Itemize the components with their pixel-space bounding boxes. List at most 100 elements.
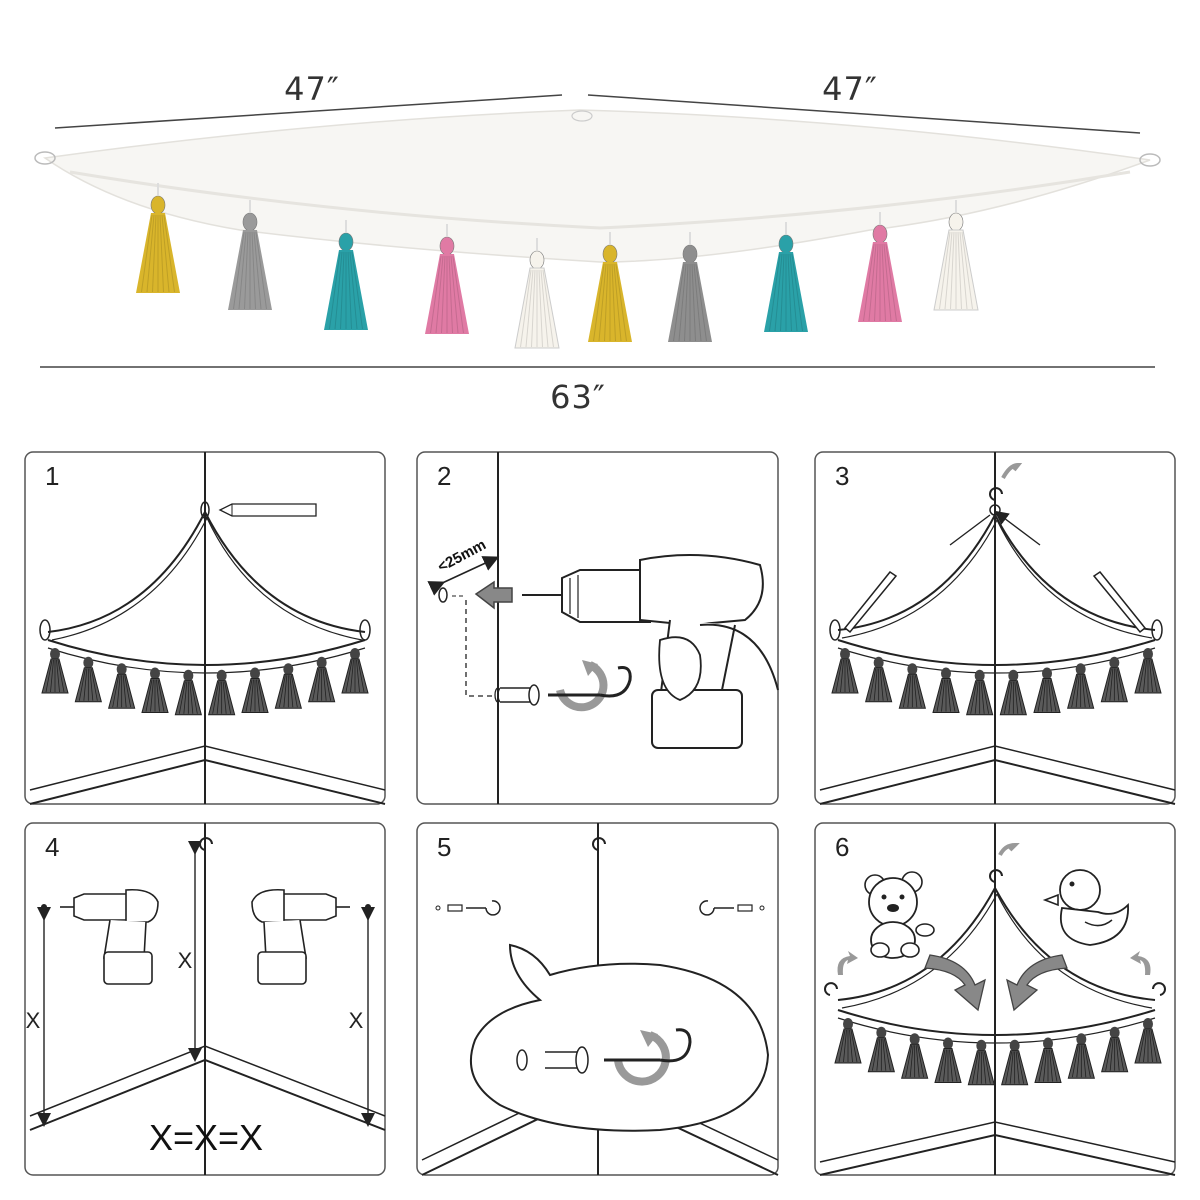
tassel — [999, 669, 1027, 716]
top-loop — [571, 110, 593, 122]
center-height-label: X — [178, 948, 193, 973]
screw-icon — [545, 1046, 589, 1074]
floor-line — [819, 1133, 1176, 1176]
step-6-tassels — [834, 1018, 1162, 1086]
hook-icon — [824, 982, 838, 996]
step-5-panel: 5 — [416, 822, 779, 1176]
canopy-edge — [837, 639, 1156, 666]
arrow-icon — [1006, 954, 1068, 1012]
hole-mark — [516, 1049, 528, 1071]
teddy-bear-icon — [864, 871, 935, 959]
floor-line — [29, 758, 386, 805]
tassel — [228, 200, 272, 310]
hole-mark — [438, 587, 448, 603]
canopy-fabric — [42, 109, 1151, 263]
tassel — [141, 667, 169, 714]
step-1-tassels — [41, 648, 369, 716]
step-5-number: 5 — [437, 832, 451, 862]
hook-icon — [592, 837, 606, 851]
rotate-arrow-icon — [1130, 951, 1151, 975]
drill-icon — [60, 888, 159, 985]
tassel — [41, 648, 69, 694]
tassel — [341, 648, 369, 694]
step-6-panel: 6 — [814, 822, 1176, 1176]
tassel — [174, 669, 202, 716]
tassel — [867, 1026, 895, 1073]
rotate-arrow-icon — [837, 951, 858, 975]
tassel — [932, 667, 960, 714]
arrow-icon — [843, 570, 898, 634]
tassel — [858, 212, 902, 322]
canopy-drape — [837, 514, 1156, 631]
tassel — [831, 648, 859, 694]
tassel — [1067, 1033, 1095, 1079]
tassel — [1033, 667, 1061, 714]
right-loop — [1139, 153, 1161, 167]
equal-heights-equation: X=X=X — [149, 1117, 263, 1158]
tassel — [1134, 648, 1162, 694]
right-height-label: X — [349, 1008, 364, 1033]
arrow-icon — [474, 580, 513, 610]
zoom-bubble — [469, 943, 770, 1132]
hook-icon — [548, 660, 632, 712]
rubber-duck-icon — [1042, 869, 1129, 946]
tassel — [514, 238, 560, 349]
tassel — [668, 232, 712, 342]
tassel — [108, 663, 136, 709]
tassel — [324, 220, 368, 330]
left-hook-set — [435, 900, 501, 916]
total-width-label: 63″ — [550, 378, 606, 416]
tassel — [1134, 1018, 1162, 1064]
floor-line — [819, 758, 1176, 805]
tassel — [967, 1039, 995, 1086]
tassel — [1034, 1037, 1062, 1084]
tassel — [425, 224, 469, 334]
hook-icon — [989, 869, 1003, 883]
step-4-panel: 4 X X X X=X=X — [24, 822, 386, 1176]
floor-line — [29, 1058, 386, 1131]
canopy-edge — [837, 1009, 1156, 1036]
step-4-number: 4 — [45, 832, 59, 862]
tassel — [208, 669, 236, 716]
tassel — [834, 1018, 862, 1064]
right-width-label: 47″ — [822, 70, 878, 108]
step-2-number: 2 — [437, 461, 451, 491]
left-height-label: X — [26, 1008, 41, 1033]
hook-icon — [1152, 982, 1166, 996]
tassel — [274, 663, 302, 709]
drill-icon — [522, 554, 779, 749]
tassel — [1001, 1039, 1029, 1086]
right-hook-set — [699, 900, 765, 916]
screw-icon — [494, 684, 540, 706]
left-width-label: 47″ — [284, 70, 340, 108]
pencil-icon — [218, 503, 317, 517]
tassel — [898, 663, 926, 709]
tassel — [865, 656, 893, 703]
tassel — [934, 1037, 962, 1084]
tassel — [308, 656, 336, 703]
step-6-number: 6 — [835, 832, 849, 862]
hand-icon — [658, 636, 702, 701]
left-loop — [34, 151, 56, 165]
tassel — [241, 667, 269, 714]
tassel — [588, 232, 632, 342]
tassel — [1067, 663, 1095, 709]
mark-point — [200, 501, 210, 519]
rotate-arrow-icon — [1001, 462, 1023, 479]
canopy-drape — [47, 511, 366, 633]
step-3-tassels — [831, 648, 1162, 716]
drill-icon — [251, 888, 350, 985]
depth-arrow — [427, 556, 500, 596]
product-photo: 47″ 47″ 63″ — [34, 70, 1161, 416]
tassel — [966, 669, 994, 716]
tassel — [74, 656, 102, 703]
left-dimension-line — [54, 94, 563, 129]
arrow-icon — [924, 954, 986, 1012]
tassel — [1100, 656, 1128, 703]
rotate-arrow-icon — [998, 842, 1020, 856]
step-1-panel: 1 — [24, 451, 386, 805]
photo-tassels — [136, 183, 979, 349]
tassel — [901, 1033, 929, 1079]
step-2-panel: 2 <25mm — [416, 451, 779, 805]
